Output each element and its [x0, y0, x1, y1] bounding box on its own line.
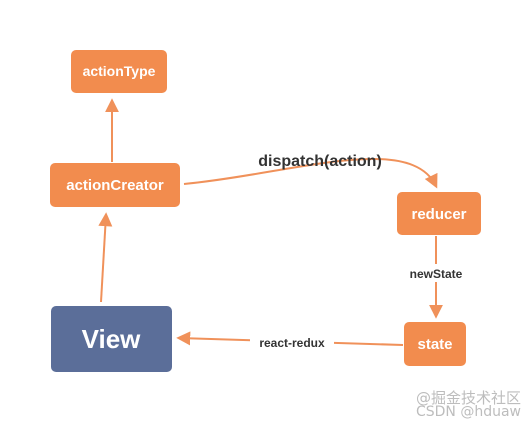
node-state-label: state	[417, 336, 452, 353]
node-actiontype: actionType	[71, 50, 167, 93]
node-actioncreator: actionCreator	[50, 163, 180, 207]
arrow-view-to-actioncreator	[98, 212, 113, 303]
node-view: View	[51, 306, 172, 372]
node-state-box	[404, 322, 466, 366]
watermark-line1: @掘金技术社区	[416, 389, 521, 407]
node-actioncreator-label: actionCreator	[66, 177, 164, 194]
arrow-dispatch	[183, 158, 438, 189]
node-actiontype-box	[71, 50, 167, 93]
edge-label-react-redux-bg	[250, 333, 334, 351]
edge-label-newstate: newState	[410, 267, 463, 281]
node-actioncreator-box	[50, 163, 180, 207]
edge-label-newstate-bg	[400, 264, 472, 282]
node-view-label: View	[82, 324, 142, 354]
node-view-box	[51, 306, 172, 372]
node-actiontype-label: actionType	[83, 63, 156, 79]
node-state: state	[404, 322, 466, 366]
edge-label-dispatch: dispatch(action)	[258, 153, 382, 170]
node-reducer-box	[397, 192, 481, 235]
node-reducer: reducer	[397, 192, 481, 235]
node-reducer-label: reducer	[411, 206, 466, 223]
edge-label-react-redux: react-redux	[259, 336, 325, 350]
watermark-line2: CSDN @hduaw	[416, 404, 521, 420]
